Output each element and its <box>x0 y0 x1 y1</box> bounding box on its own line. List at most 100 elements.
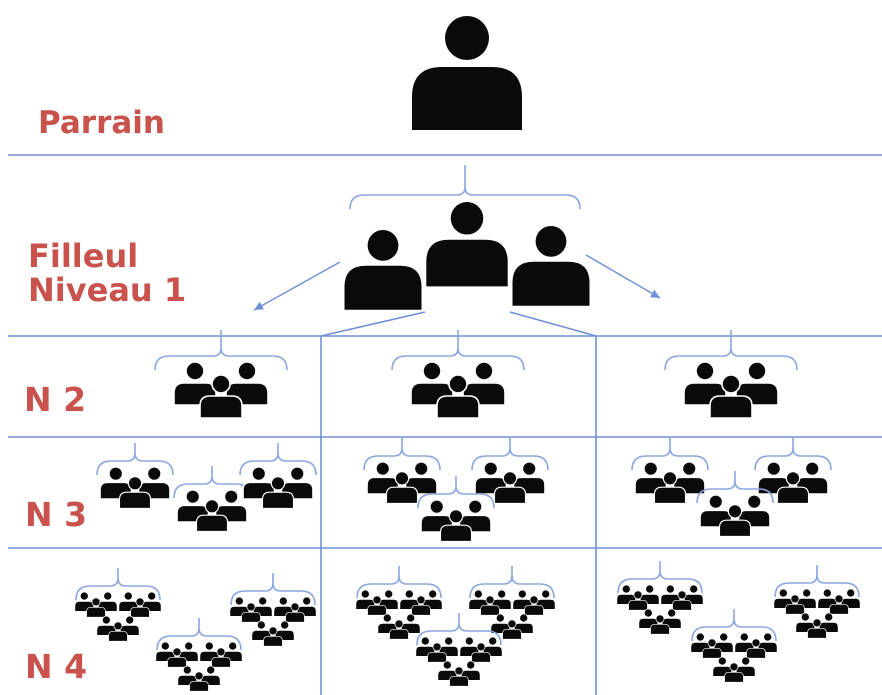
bracket <box>356 566 442 599</box>
bracket <box>416 613 502 646</box>
person-icon <box>524 595 544 616</box>
person-icon <box>118 476 152 510</box>
label-level-1-line-1: Filleul <box>28 237 139 275</box>
person-icon <box>829 594 849 615</box>
person-group-icon <box>683 361 779 419</box>
bracket <box>363 438 441 471</box>
person-group-icon <box>176 489 248 533</box>
person-group-icon <box>242 466 314 510</box>
bracket <box>75 568 161 601</box>
bracket <box>774 565 860 598</box>
person-group-icon <box>660 584 704 611</box>
person-icon <box>211 647 231 668</box>
bracket <box>631 438 709 471</box>
label-level-1: Filleul Niveau 1 <box>28 237 187 309</box>
person-group-icon <box>251 620 295 647</box>
person-icon <box>724 662 744 683</box>
person-icon <box>199 374 243 419</box>
person-group-icon <box>734 632 778 659</box>
bracket <box>349 165 581 210</box>
bracket <box>154 330 288 371</box>
bracket <box>696 471 774 504</box>
person-icon <box>449 666 469 687</box>
bracket <box>471 438 549 471</box>
person-icon <box>385 471 419 505</box>
person-group-icon <box>415 636 459 663</box>
person-icon <box>411 595 431 616</box>
person-group-icon <box>634 461 706 505</box>
person-group-icon <box>118 591 162 618</box>
person-icon <box>195 499 229 533</box>
bracket <box>156 618 242 651</box>
person-group-icon <box>229 596 273 623</box>
label-level-4: N 4 <box>25 647 88 686</box>
label-level-2: N 2 <box>24 380 87 419</box>
person-group-icon <box>173 361 269 419</box>
person-icon <box>378 589 399 610</box>
person-icon <box>367 595 387 616</box>
person-group-icon <box>377 613 421 640</box>
person-group-icon <box>74 591 118 618</box>
person-group-icon <box>690 632 734 659</box>
person-icon <box>344 230 422 310</box>
person-group-icon <box>490 613 534 640</box>
person-icon <box>653 471 687 505</box>
bracket <box>754 438 832 471</box>
person-group-icon <box>638 608 682 635</box>
person-icon <box>776 471 810 505</box>
person-icon <box>389 619 409 640</box>
bracket <box>173 466 251 499</box>
bracket <box>617 561 703 594</box>
person-icon <box>480 595 500 616</box>
person-icon <box>439 509 473 543</box>
person-group-icon <box>795 612 839 639</box>
person-group-icon <box>410 361 506 419</box>
person-group-icon <box>199 641 243 668</box>
person-icon <box>502 619 522 640</box>
bracket <box>691 609 777 642</box>
person-group-icon <box>366 461 438 505</box>
person-icon <box>436 374 480 419</box>
person-icon <box>493 471 527 505</box>
person-group-icon <box>474 461 546 505</box>
person-group-icon <box>273 596 317 623</box>
person-icon <box>261 476 295 510</box>
person-icon <box>427 642 447 663</box>
person-icon <box>512 226 590 306</box>
person-icon <box>718 504 752 538</box>
bracket <box>96 443 174 476</box>
person-icon <box>807 618 827 639</box>
person-group-icon <box>459 636 503 663</box>
person-icon <box>746 638 766 659</box>
connector-line <box>509 311 597 337</box>
person-icon <box>426 202 508 287</box>
bracket <box>239 443 317 476</box>
person-group-icon <box>699 494 771 538</box>
person-icon <box>471 642 491 663</box>
person-group-icon <box>468 589 512 616</box>
person-icon <box>285 602 305 623</box>
person-group-icon <box>437 660 481 687</box>
person-group-icon <box>757 461 829 505</box>
person-icon <box>650 614 670 635</box>
person-icon <box>108 621 128 642</box>
bracket <box>664 330 798 371</box>
bracket <box>469 566 555 599</box>
label-level-1-line-2: Niveau 1 <box>28 270 187 309</box>
person-group-icon <box>399 589 443 616</box>
person-icon <box>189 671 209 692</box>
person-icon <box>86 597 106 618</box>
person-icon <box>412 16 522 130</box>
person-group-icon <box>512 589 556 616</box>
bracket <box>417 476 495 509</box>
person-icon <box>263 626 283 647</box>
person-group-icon <box>155 641 199 668</box>
person-group-icon <box>616 584 660 611</box>
person-icon <box>709 374 753 419</box>
person-icon <box>241 602 261 623</box>
person-group-icon <box>355 589 399 616</box>
person-group-icon <box>712 656 756 683</box>
bracket <box>391 330 525 371</box>
label-sponsor: Parrain <box>38 105 165 141</box>
arrow-head-icon <box>253 261 341 311</box>
